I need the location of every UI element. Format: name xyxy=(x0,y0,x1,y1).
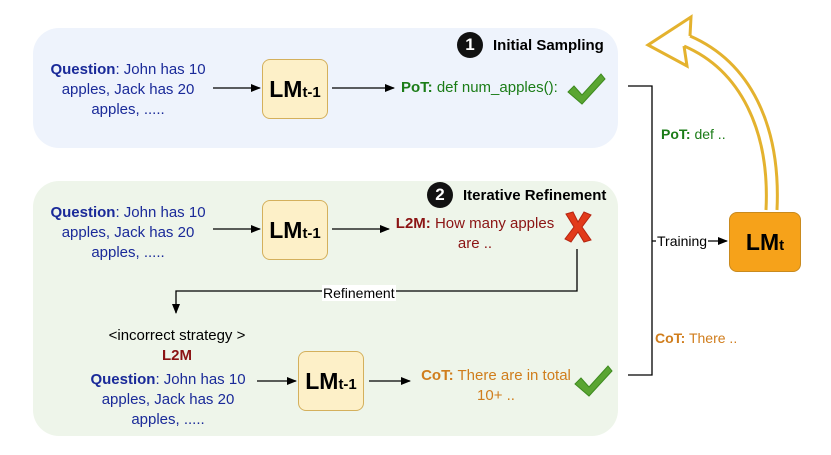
question-line1: : John has 10 xyxy=(155,371,246,388)
l2m-output: L2M: How many apples are .. xyxy=(394,214,556,254)
training-cot-text: There .. xyxy=(688,330,738,346)
training-bracket xyxy=(628,85,653,376)
number-badge-icon: 2 xyxy=(427,182,453,208)
question-line2: apples, Jack has 20 xyxy=(61,224,195,241)
training-label: Training xyxy=(656,233,709,249)
question-label: Question xyxy=(50,61,116,78)
refinement-label: Refinement xyxy=(322,285,396,301)
question-line3: apples, ..... xyxy=(91,101,165,118)
question-line1: : John has 10 xyxy=(115,204,206,221)
lm-base: LM xyxy=(269,216,303,243)
lm-sub: t-1 xyxy=(302,224,321,242)
training-cot: CoT: There .. xyxy=(655,328,737,348)
cross-icon xyxy=(564,211,592,243)
check-icon xyxy=(574,365,613,397)
question-block-1: Question: John has 10 apples, Jack has 2… xyxy=(32,60,224,120)
training-cot-label: CoT: xyxy=(655,330,686,346)
step-2-label: Iterative Refinement xyxy=(463,186,607,204)
question-line1: : John has 10 xyxy=(115,61,206,78)
number-badge-icon: 1 xyxy=(457,32,483,58)
pot-output: PoT: def num_apples(): xyxy=(401,78,558,98)
step-2-title: 2 Iterative Refinement xyxy=(427,182,606,208)
step-1-title: 1 Initial Sampling xyxy=(457,32,604,58)
strategy-hint: <incorrect strategy > L2M xyxy=(92,326,262,366)
cot-output: CoT: There are in total 10+ .. xyxy=(415,366,577,406)
lm-sub: t-1 xyxy=(338,375,357,393)
training-pot-label: PoT: xyxy=(661,126,691,142)
check-icon xyxy=(567,73,606,105)
strategy-hint-name: L2M xyxy=(162,347,192,364)
question-label: Question xyxy=(90,371,156,388)
training-pot: PoT: def .. xyxy=(661,124,726,144)
cot-label: CoT: xyxy=(421,367,454,384)
l2m-text1: How many apples xyxy=(434,215,555,232)
lm-base: LM xyxy=(305,367,339,394)
pot-label: PoT: xyxy=(401,79,433,96)
refinement-path xyxy=(172,249,578,314)
lm-final-base: LM xyxy=(745,228,780,255)
strategy-hint-text: <incorrect strategy > xyxy=(108,327,246,344)
lm-base: LM xyxy=(269,75,303,102)
question-label: Question xyxy=(50,204,116,221)
pot-text: def num_apples(): xyxy=(436,79,558,96)
question-line2: apples, Jack has 20 xyxy=(101,391,235,408)
l2m-text2: are .. xyxy=(457,235,493,252)
lm-sub: t-1 xyxy=(302,83,321,101)
cot-text2: 10+ .. xyxy=(477,387,515,404)
l2m-label: L2M: xyxy=(395,215,431,232)
lm-final-sub: t xyxy=(779,236,785,254)
question-block-2: Question: John has 10 apples, Jack has 2… xyxy=(32,203,224,263)
question-block-3: Question: John has 10 apples, Jack has 2… xyxy=(72,370,264,430)
training-pot-text: def .. xyxy=(694,126,726,142)
cot-text1: There are in total xyxy=(457,367,571,384)
step-1-label: Initial Sampling xyxy=(493,36,604,54)
curved-arrow-icon xyxy=(645,14,779,211)
question-line3: apples, ..... xyxy=(91,244,165,261)
question-line2: apples, Jack has 20 xyxy=(61,81,195,98)
question-line3: apples, ..... xyxy=(131,411,205,428)
